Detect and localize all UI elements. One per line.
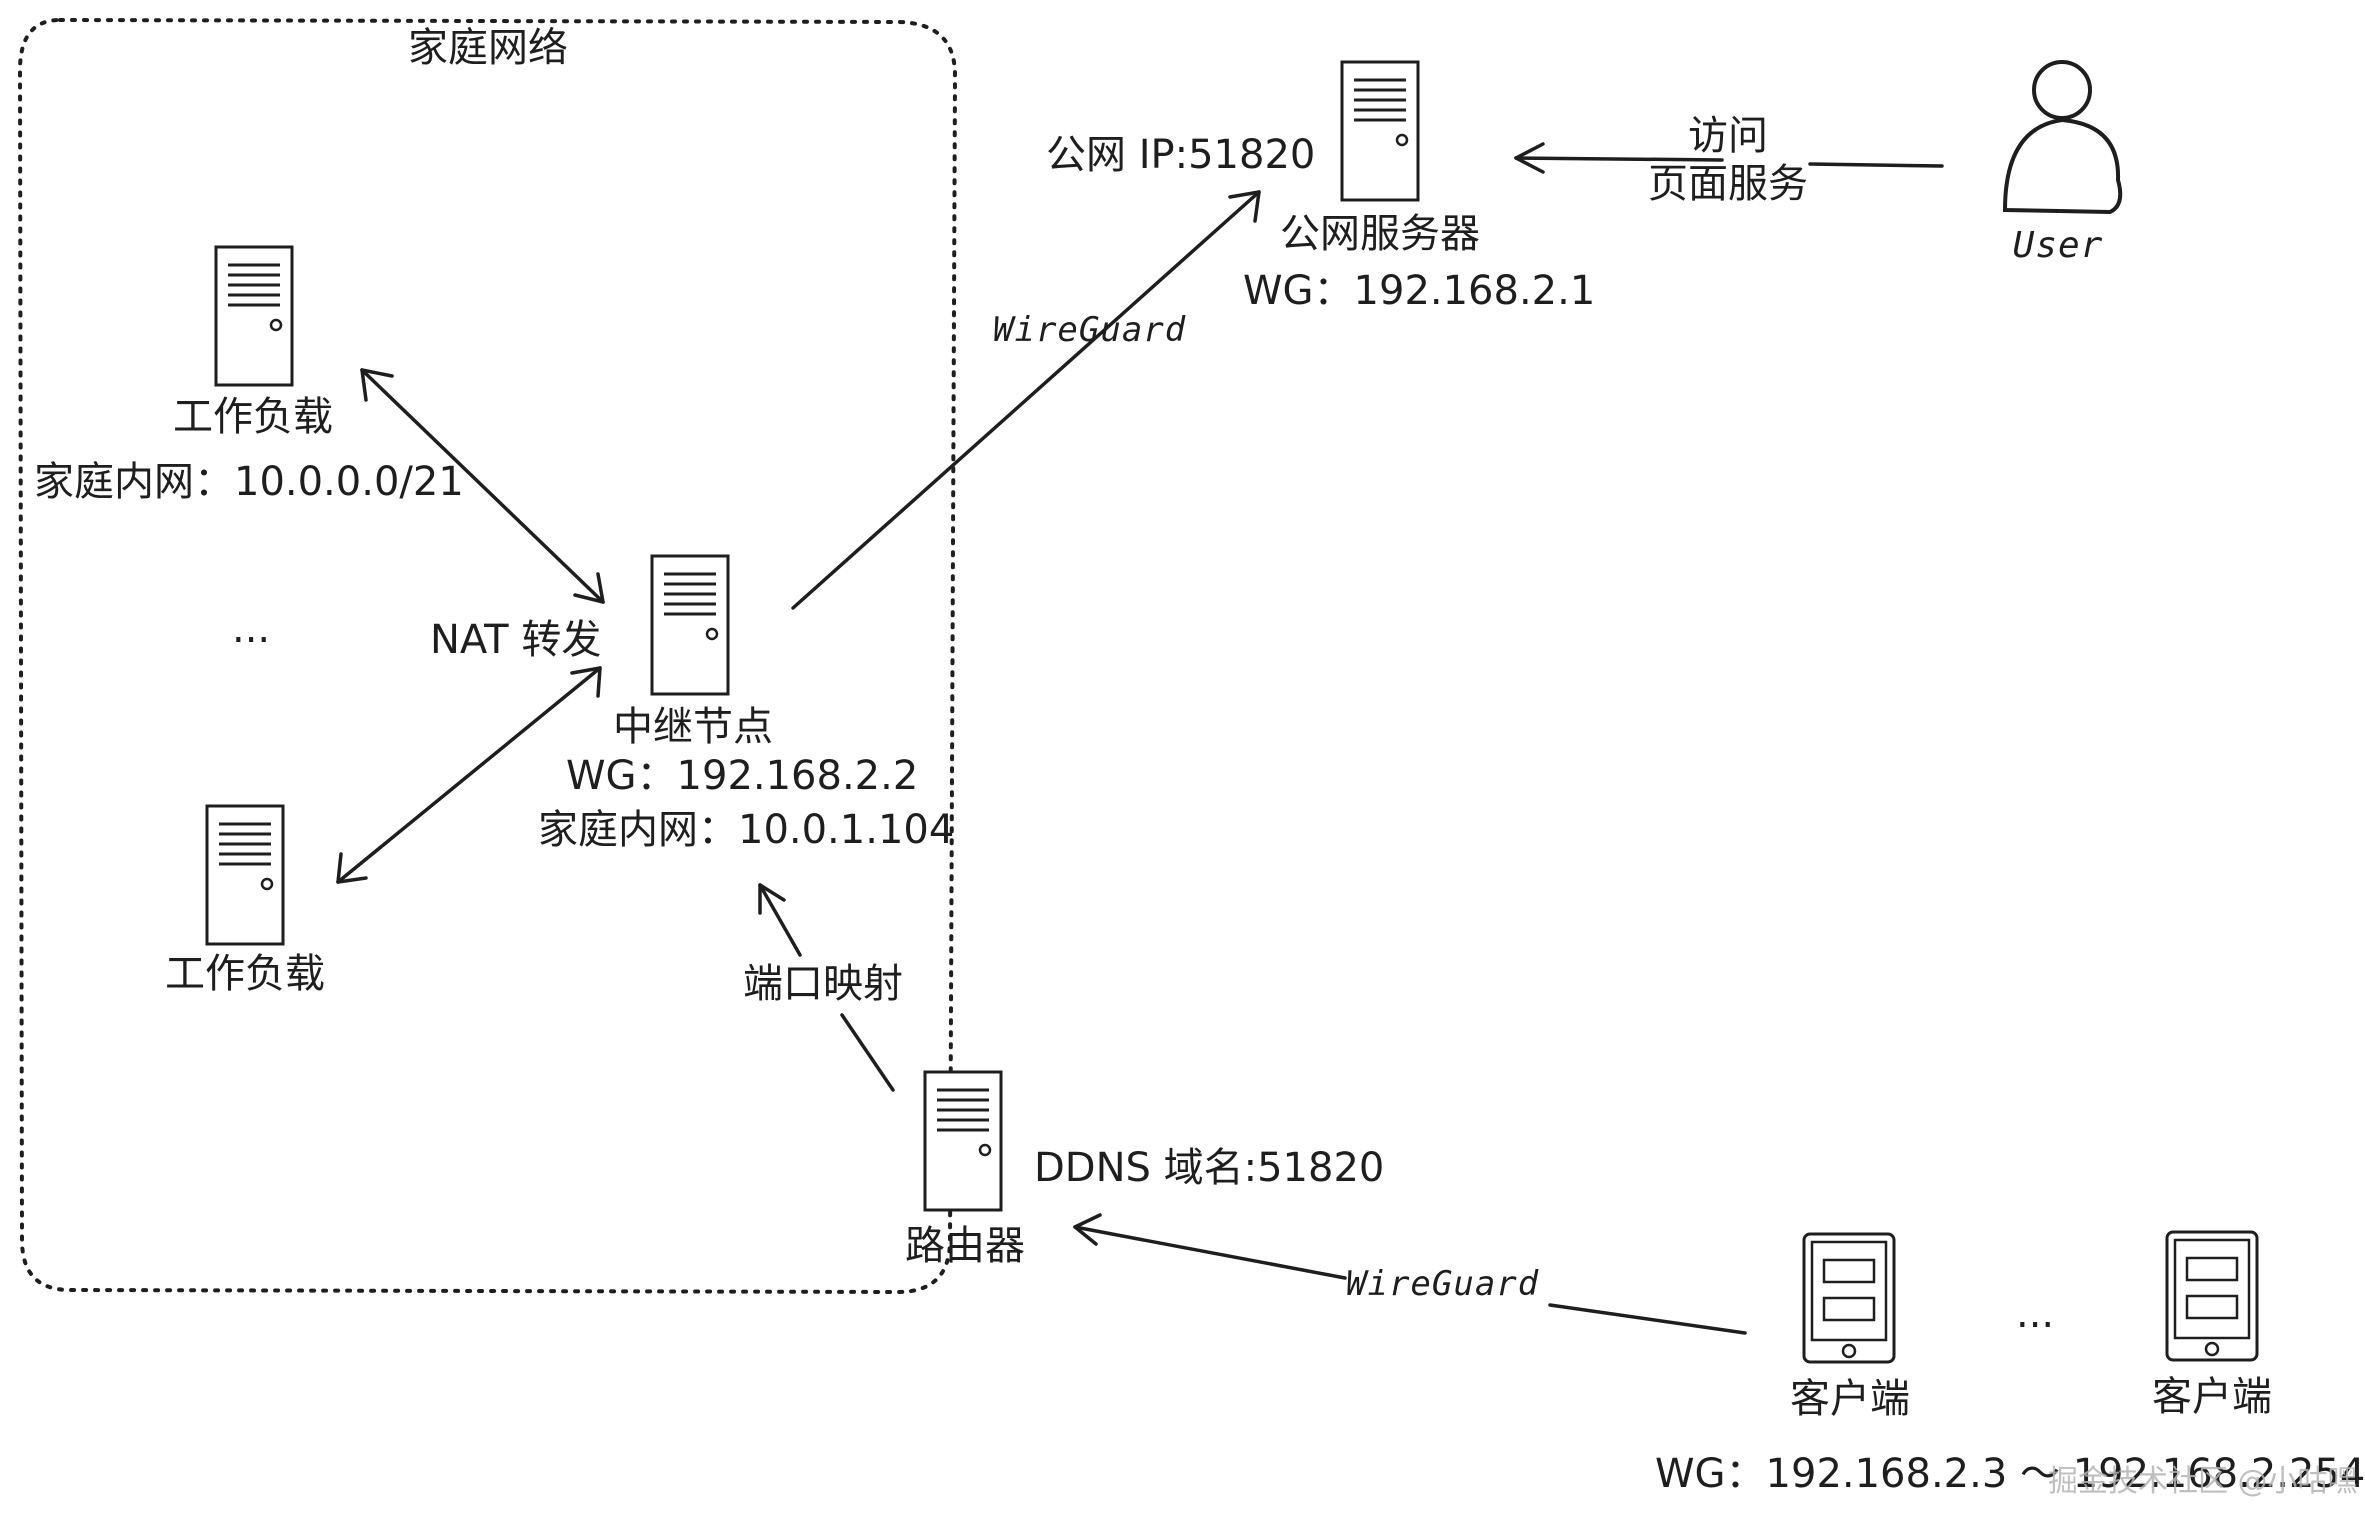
wireguard-upper-label: WireGuard — [993, 310, 1187, 350]
router-ddns: DDNS 域名:51820 — [1034, 1145, 1385, 1191]
client-2-name: 客户端 — [2152, 1374, 2272, 1420]
workload-bottom-relay-arrow — [336, 666, 602, 884]
access-label-line1: 访问 — [1688, 113, 1768, 159]
workload-bottom-server-icon — [205, 804, 285, 946]
workload-bottom-name: 工作负载 — [165, 951, 325, 997]
workload-top-name: 工作负载 — [173, 394, 333, 440]
client-1-phone-icon — [1802, 1232, 1896, 1364]
access-label-line2: 页面服务 — [1648, 161, 1808, 207]
wireguard-relay-to-public-arrow — [791, 190, 1261, 610]
home-network-boundary — [17, 17, 958, 1295]
clients-ellipsis: ... — [2016, 1291, 2055, 1337]
router-server-icon — [923, 1070, 1003, 1212]
workload-top-relay-arrow — [360, 368, 605, 604]
wireguard-lower-label: WireGuard — [1346, 1264, 1540, 1304]
relay-lan: 家庭内网：10.0.1.104 — [538, 807, 955, 853]
home-ellipsis: ... — [232, 606, 271, 652]
public-server-addr: 公网 IP:51820 — [1046, 132, 1316, 178]
watermark: 掘金技术社区 @小咕嘿 — [2048, 1464, 2358, 1499]
client-1-name: 客户端 — [1790, 1376, 1910, 1422]
home-network-label: 家庭网络 — [408, 25, 568, 71]
nat-label: NAT 转发 — [430, 617, 602, 663]
public-server-icon — [1340, 60, 1420, 202]
workload-top-server-icon — [214, 245, 294, 387]
client-2-phone-icon — [2165, 1230, 2259, 1362]
relay-wg: WG：192.168.2.2 — [566, 753, 919, 799]
wireguard-client-to-router-arrow — [1073, 1225, 1747, 1335]
workload-top-ip: 家庭内网：10.0.0.0/21 — [34, 459, 464, 505]
user-label: User — [2012, 225, 2104, 266]
access-arrow — [1514, 156, 1944, 168]
router-name: 路由器 — [905, 1223, 1025, 1269]
relay-name: 中继节点 — [613, 704, 773, 750]
public-server-name: 公网服务器 — [1280, 211, 1480, 257]
user-icon — [2002, 60, 2123, 215]
client-range: WG：192.168.2.3 ～ 192.168.2.254 — [1655, 1451, 2365, 1497]
port-mapping-arrow — [758, 883, 895, 1092]
public-server-wg: WG：192.168.2.1 — [1243, 268, 1596, 314]
relay-node-server-icon — [650, 554, 730, 696]
port-mapping-label: 端口映射 — [743, 961, 903, 1007]
